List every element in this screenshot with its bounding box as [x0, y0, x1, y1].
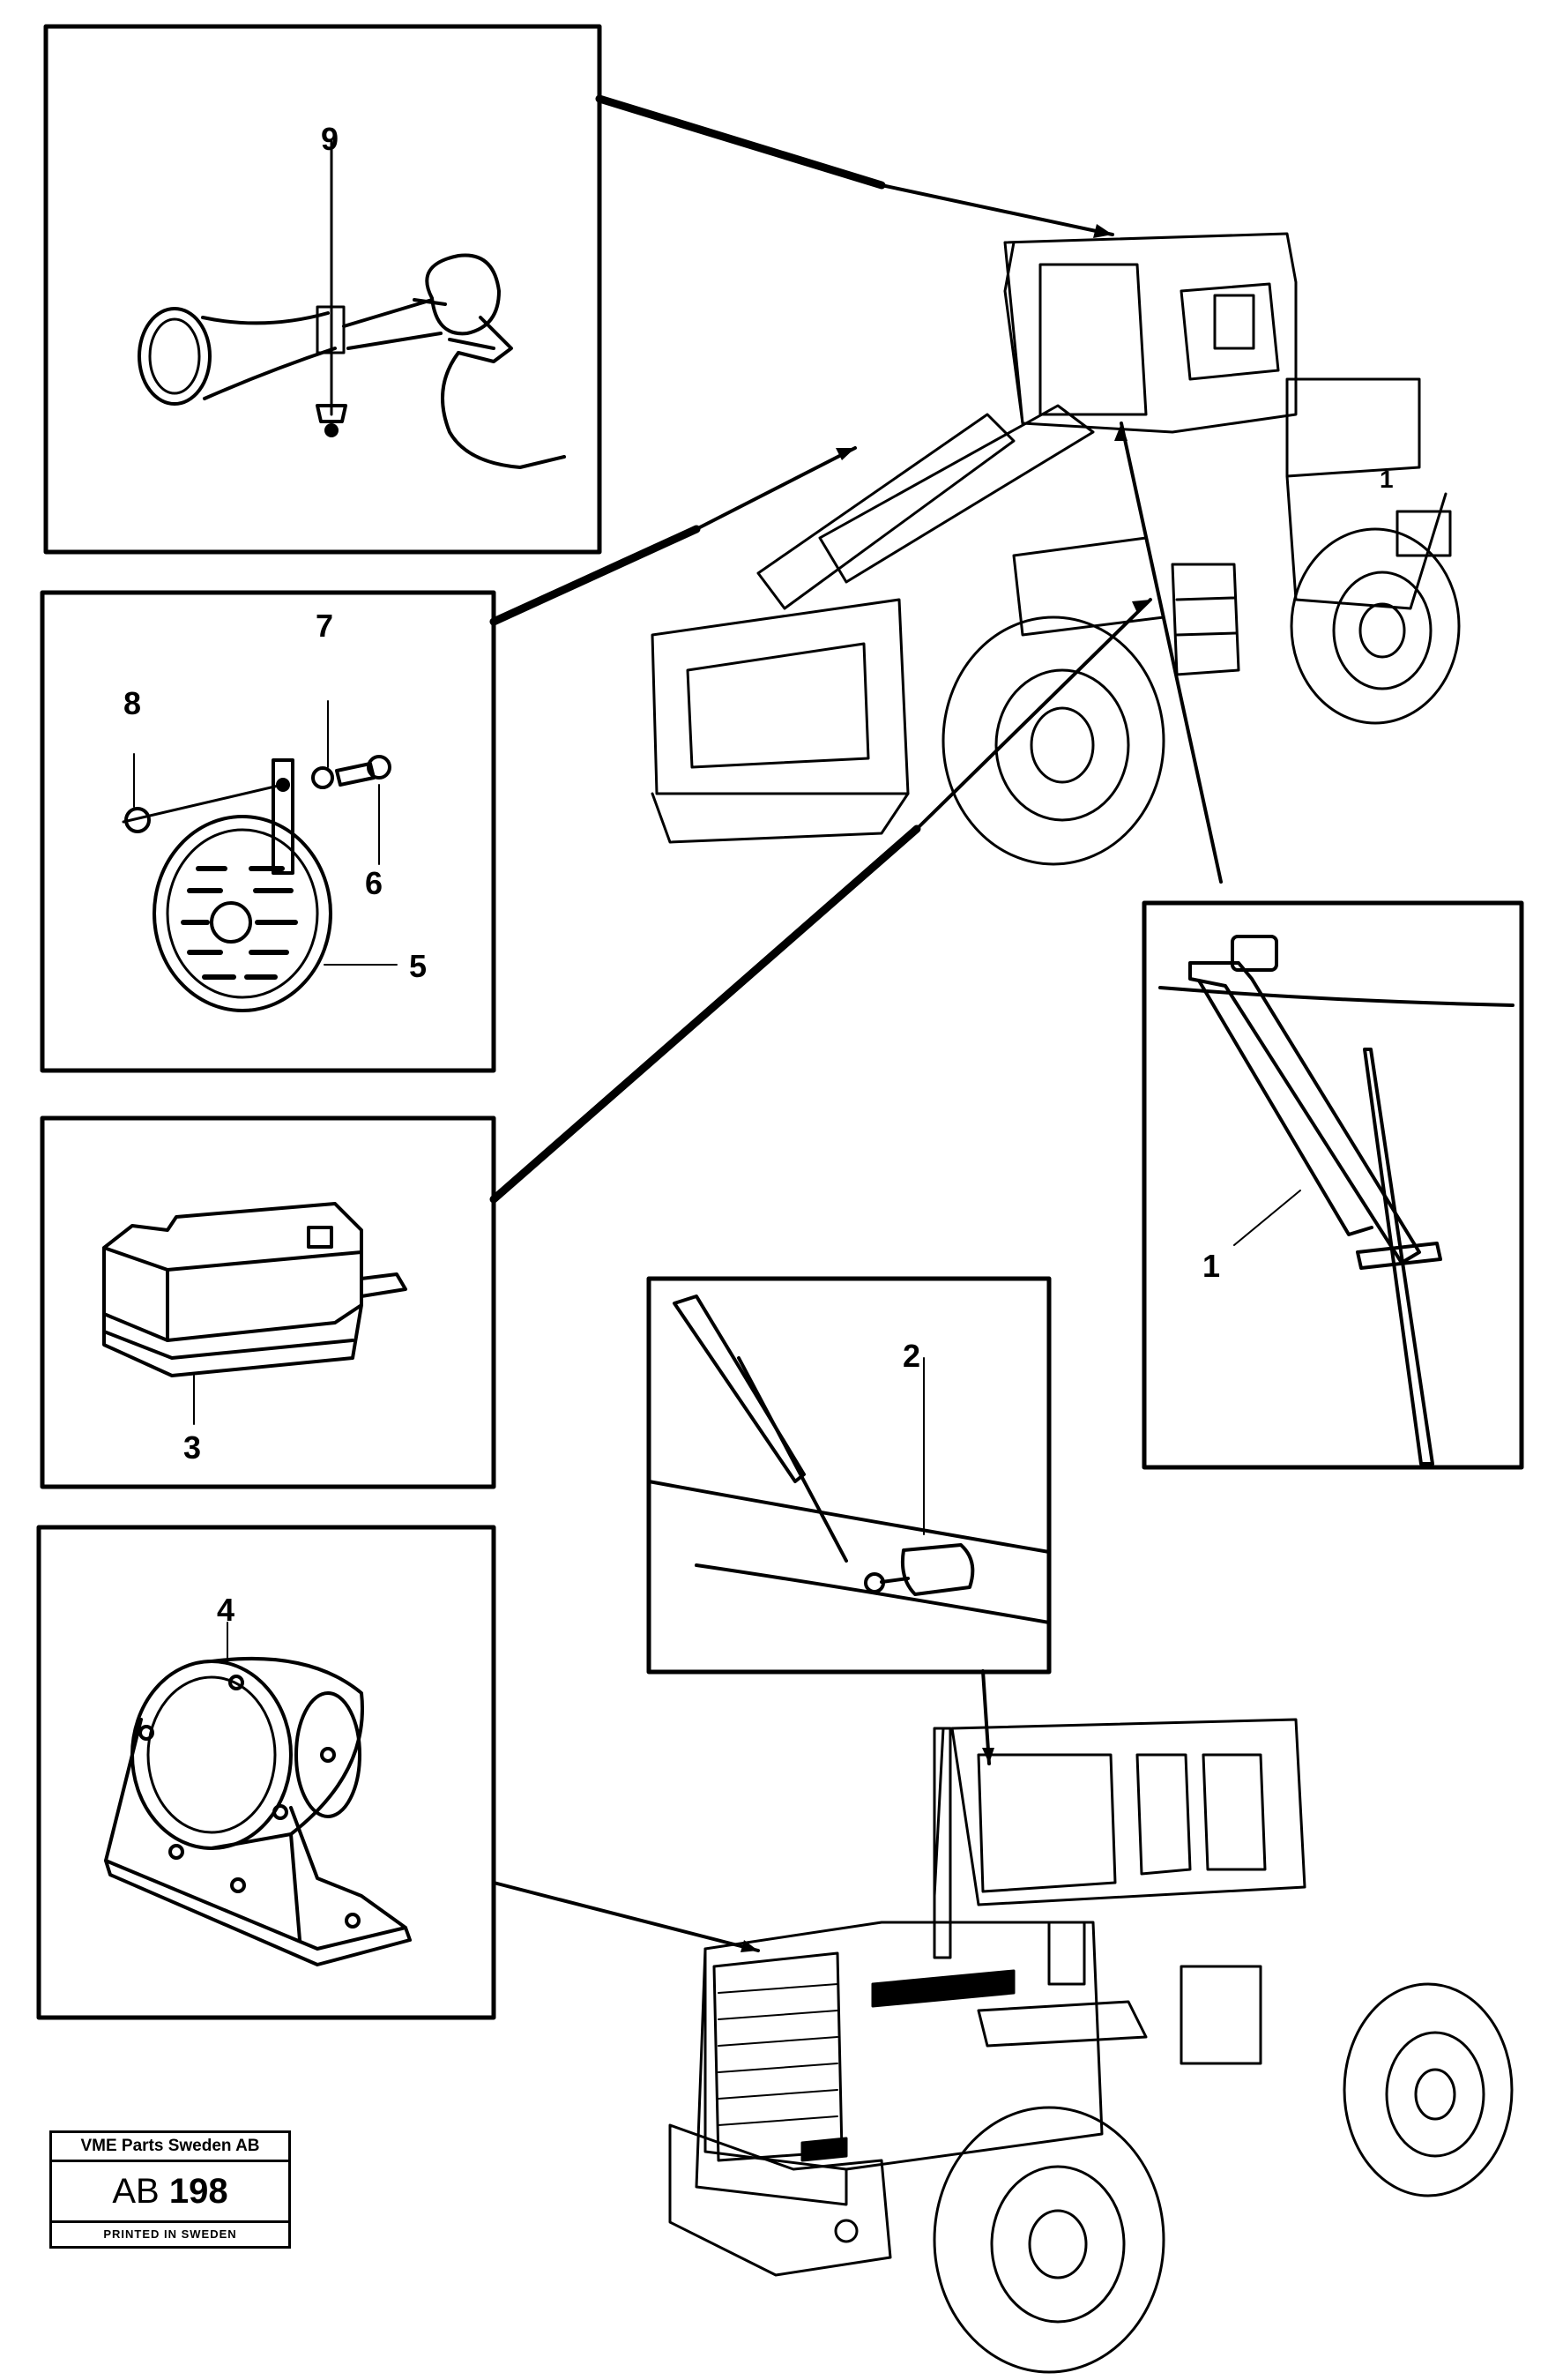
callout-1: 1 — [1202, 1248, 1221, 1284]
callout-9: 9 — [321, 121, 339, 157]
callout-5: 5 — [409, 948, 428, 984]
panel-buzzer-frame — [40, 1115, 496, 1489]
publisher-stamp: VME Parts Sweden AB AB 198 PRINTED IN SW… — [49, 2130, 291, 2249]
callout-2: 2 — [903, 1338, 921, 1374]
machine-label-1: 1 — [1380, 466, 1394, 493]
panel-wiper-motor-frame — [646, 1276, 1052, 1675]
callout-6: 6 — [365, 865, 383, 901]
buzzer-illustration — [102, 1202, 407, 1425]
panel-horn-bracket-frame — [36, 1525, 496, 2020]
leader-lines — [489, 94, 921, 1204]
panel-wiper-arm-frame — [1142, 900, 1524, 1470]
stamp-code-number: 198 — [168, 2172, 228, 2211]
air-horn-illustration — [138, 139, 566, 469]
electric-horn-illustration — [122, 700, 398, 1012]
stamp-code-prefix: AB — [112, 2172, 160, 2211]
wheel-loader-rear-view — [668, 1718, 1514, 2374]
panel-air-horn-frame — [43, 24, 602, 555]
callout-4: 4 — [217, 1592, 235, 1628]
stamp-company: VME Parts Sweden AB — [52, 2133, 288, 2162]
horn-bracket-illustration — [104, 1622, 412, 1966]
wiper-arm-illustration — [1158, 935, 1515, 1466]
callout-8: 8 — [123, 685, 142, 721]
stamp-printed: PRINTED IN SWEDEN — [103, 2227, 237, 2241]
callout-7: 7 — [316, 608, 334, 644]
panel-electric-horn-frame — [40, 590, 496, 1073]
wheel-loader-front-view — [651, 232, 1461, 866]
wiper-motor-illustration — [647, 1294, 1051, 1624]
callout-3: 3 — [183, 1429, 202, 1466]
stamp-code: AB 198 — [52, 2162, 288, 2223]
